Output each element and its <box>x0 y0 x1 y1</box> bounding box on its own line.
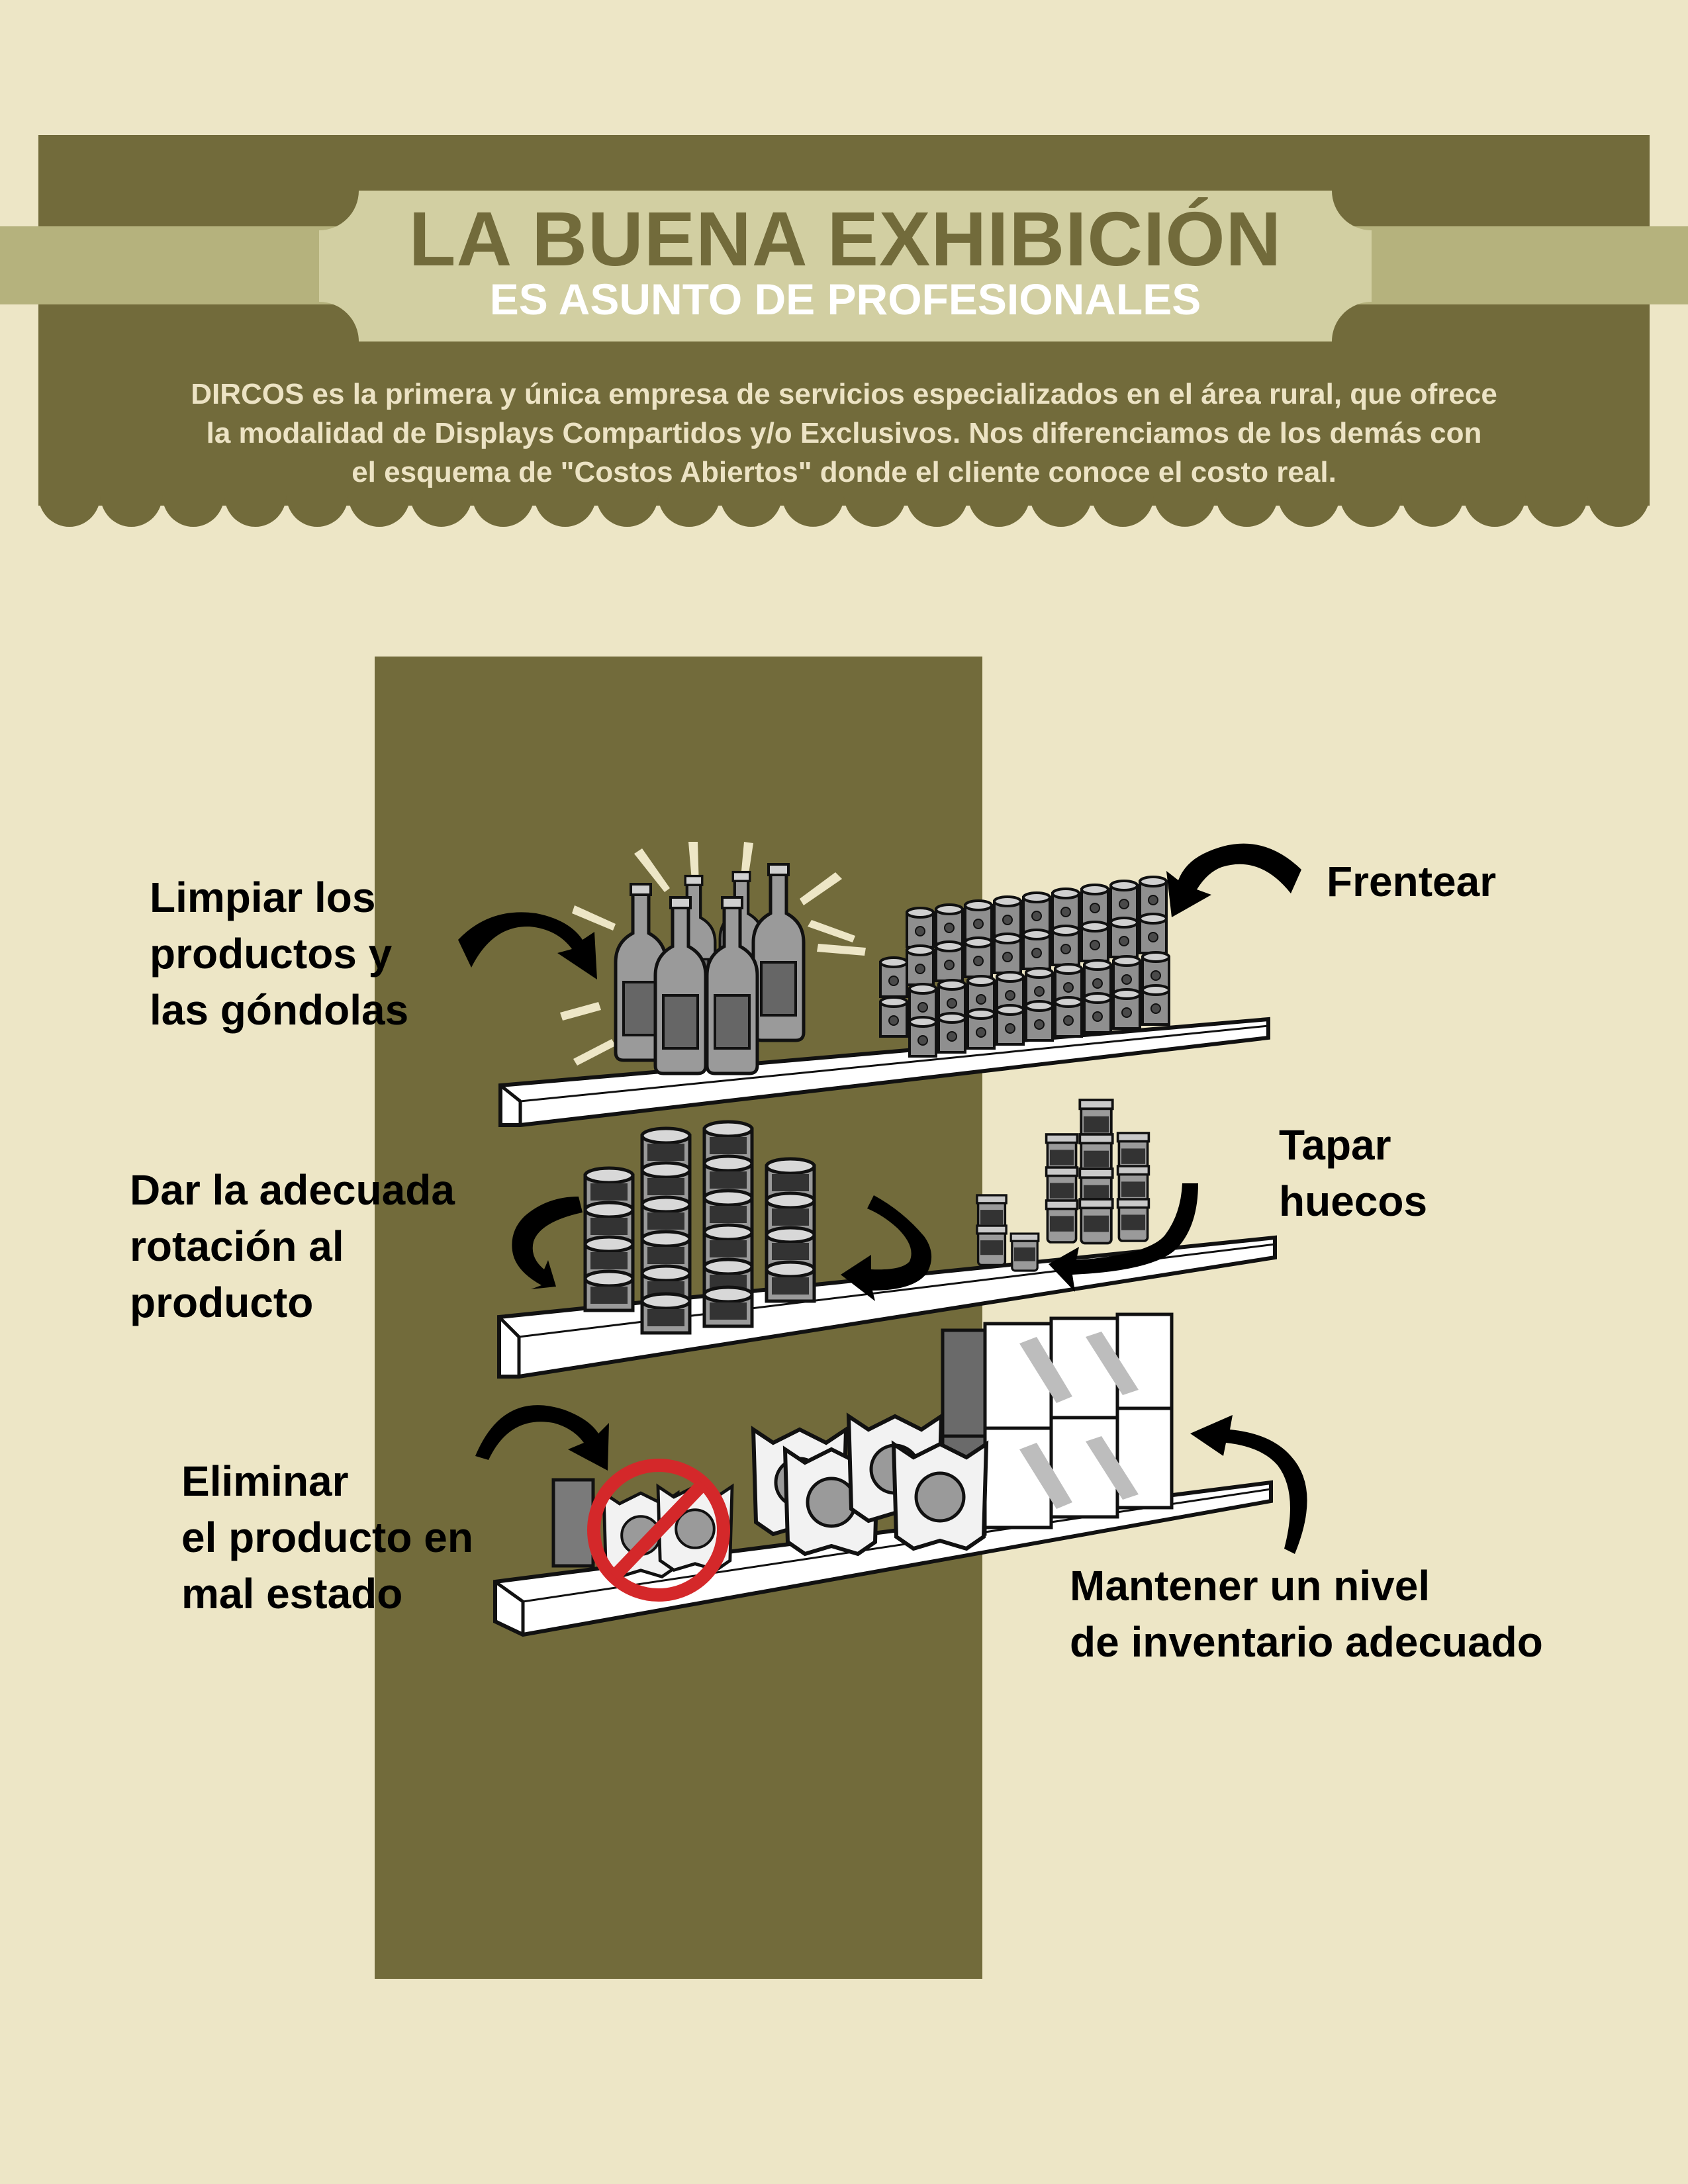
shelf-top <box>498 1017 1270 1127</box>
label-line: mal estado <box>181 1570 403 1617</box>
label-line: rotación al <box>130 1222 344 1270</box>
label-clean-products: Limpiar los productos y las góndolas <box>150 870 408 1038</box>
label-line: producto <box>130 1279 314 1326</box>
label-line: Frentear <box>1327 858 1497 905</box>
label-line: Mantener un nivel <box>1070 1562 1430 1610</box>
intro-line: la modalidad de Displays Compartidos y/o… <box>206 417 1482 449</box>
label-line: huecos <box>1279 1177 1428 1225</box>
label-line: Eliminar <box>181 1457 349 1505</box>
label-line: de inventario adecuado <box>1070 1618 1543 1666</box>
title-banner <box>319 191 1372 341</box>
curved-arrow-icon <box>458 843 1307 1554</box>
page-title: LA BUENA EXHIBICIÓN <box>408 196 1282 282</box>
label-line: las góndolas <box>150 986 409 1034</box>
label-line: productos y <box>150 930 393 978</box>
label-line: el producto en <box>181 1514 473 1561</box>
intro-line: el esquema de "Costos Abiertos" donde el… <box>352 456 1336 488</box>
scalloped-edge <box>38 495 1650 527</box>
shine-burst-icon <box>560 842 866 1066</box>
label-line: Dar la adecuada <box>130 1166 455 1214</box>
label-line: Tapar <box>1279 1121 1391 1169</box>
intro-text: DIRCOS es la primera y única empresa de … <box>99 375 1589 492</box>
label-rotate-product: Dar la adecuada rotación al producto <box>130 1162 455 1331</box>
bottle-icon <box>616 864 804 1073</box>
label-front: Frentear <box>1327 854 1496 910</box>
jar-icon <box>976 1099 1150 1272</box>
shelf-illustration <box>458 842 1307 1637</box>
prohibited-icon <box>587 1459 730 1602</box>
can-icon <box>879 876 1170 1058</box>
intro-line: DIRCOS es la primera y única empresa de … <box>191 378 1497 410</box>
label-inventory-level: Mantener un nivel de inventario adecuado <box>1070 1558 1543 1670</box>
label-remove-damaged: Eliminar el producto en mal estado <box>181 1453 473 1622</box>
label-line: Limpiar los <box>150 874 376 921</box>
page-subtitle: ES ASUNTO DE PROFESIONALES <box>489 275 1201 324</box>
label-fill-gaps: Tapar huecos <box>1279 1117 1427 1230</box>
